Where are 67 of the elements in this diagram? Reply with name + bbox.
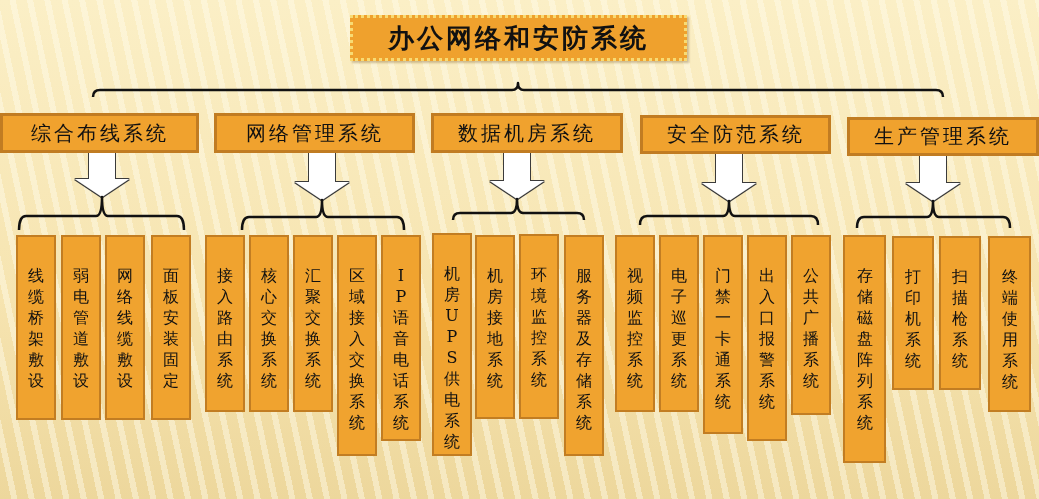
curly-bracket (855, 201, 1012, 230)
item-label: 汇聚交换系统 (305, 265, 321, 391)
category-box (847, 117, 1039, 156)
item-box (988, 236, 1031, 412)
item-box (892, 236, 934, 390)
item-box (205, 235, 245, 412)
item-label: 存储磁盘阵列系统 (856, 265, 873, 433)
item-box (519, 234, 559, 419)
item-label: 面板安装固定 (163, 265, 179, 391)
item-box (337, 235, 377, 456)
item-box (61, 235, 101, 420)
category-box (214, 113, 415, 153)
item-box (703, 235, 743, 434)
block-arrow (702, 154, 756, 201)
item-label: 接入路由系统 (217, 265, 233, 391)
block-arrow (490, 153, 544, 199)
item-label: 视频监控系统 (627, 265, 643, 391)
title-box (350, 15, 687, 61)
category-label: 安全防范系统 (666, 121, 805, 148)
curly-bracket (240, 200, 406, 232)
curly-bracket (638, 201, 820, 227)
item-box (105, 235, 145, 420)
item-label: IP语音电话系统 (393, 265, 409, 433)
item-label: 电子巡更系统 (671, 265, 687, 391)
block-arrow (75, 153, 129, 197)
item-box (791, 235, 831, 415)
item-label: 打印机系统 (905, 266, 921, 371)
item-box (475, 235, 515, 419)
item-box (16, 235, 56, 420)
item-box (843, 235, 886, 463)
item-box (249, 235, 289, 412)
item-box (659, 235, 699, 412)
category-label: 网络管理系统 (245, 119, 384, 147)
item-label: 环境监控系统 (531, 264, 547, 390)
block-arrow (906, 156, 960, 201)
item-label: 扫描枪系统 (952, 266, 968, 371)
item-label: 门禁一卡通系统 (715, 265, 731, 412)
block-arrow (295, 153, 349, 200)
item-label: 机房UPS供电系统 (444, 263, 460, 452)
category-box (0, 113, 199, 153)
item-box (381, 235, 421, 441)
item-label: 核心交换系统 (261, 265, 277, 391)
item-label: 出入口报警系统 (759, 265, 775, 412)
item-box (939, 236, 981, 390)
curly-bracket (451, 199, 586, 222)
category-box (431, 113, 623, 153)
item-box (615, 235, 655, 412)
item-label: 终端使用系统 (1001, 266, 1018, 392)
item-box (151, 235, 191, 420)
item-label: 弱电管道敷设 (73, 265, 89, 391)
category-box (640, 115, 831, 154)
item-box (432, 233, 472, 456)
item-label: 线缆桥架敷设 (28, 265, 44, 391)
item-label: 公共广播系统 (803, 265, 819, 391)
item-label: 服务器及存储系统 (576, 265, 592, 433)
item-label: 区域接入交换系统 (349, 265, 365, 433)
item-box (747, 235, 787, 441)
item-label: 机房接地系统 (487, 265, 503, 391)
curly-bracket (17, 197, 186, 232)
heading-text: 办公网络和安防系统 (388, 21, 649, 55)
item-label: 网络线缆敷设 (117, 265, 133, 391)
item-box (293, 235, 333, 412)
item-box (564, 235, 604, 456)
curly-bracket (91, 83, 945, 99)
category-label: 综合布线系统 (30, 119, 169, 147)
category-label: 生产管理系统 (874, 123, 1012, 150)
category-label: 数据机房系统 (458, 119, 596, 147)
